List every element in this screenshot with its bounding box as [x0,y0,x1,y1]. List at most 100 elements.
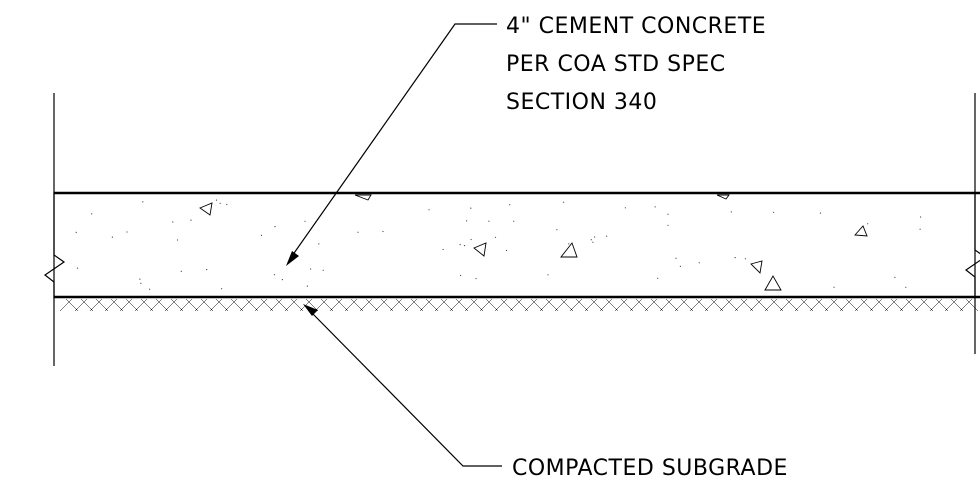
hatch-stroke [179,298,193,312]
hatch-stroke [194,298,208,312]
hatch-stroke [80,298,94,312]
concrete-speck [624,207,627,209]
concrete-speck [679,265,682,267]
concrete-speck [75,231,77,233]
hatch-stroke [905,298,919,312]
hatch-stroke [614,298,628,312]
hatch-stroke [935,298,949,312]
concrete-speck [304,220,306,222]
hatch-stroke [95,298,109,312]
hatch-stroke [224,298,238,312]
hatch-stroke [65,298,79,312]
subgrade-leader-line [311,312,502,467]
concrete-speck [139,278,141,280]
hatch-stroke [914,298,928,312]
hatch-stroke [620,298,634,312]
hatch-stroke [569,298,583,312]
hatch-stroke [500,298,514,312]
hatch-stroke [650,298,664,312]
concrete-speck [819,212,822,214]
concrete-speck [172,221,174,223]
hatch-stroke [260,298,274,312]
concrete-specks [75,199,922,290]
concrete-speck [494,236,497,238]
concrete-speck [905,286,907,288]
hatch-stroke [395,298,409,312]
hatch-stroke [530,298,544,312]
hatch-stroke [584,298,598,312]
hatch-stroke [689,298,703,312]
concrete-speck [190,219,192,221]
hatch-stroke [314,298,328,312]
hatch-stroke [524,298,538,312]
hatch-stroke [494,298,508,312]
concrete-speck [675,257,677,259]
hatch-stroke [830,298,844,312]
hatch-stroke [710,298,724,312]
hatch-stroke [515,298,529,312]
concrete-speck [513,220,515,222]
concrete-speck [281,279,283,281]
hatch-stroke [209,298,223,312]
concrete-speck [556,229,558,231]
hatch-stroke [329,298,343,312]
hatch-stroke [170,298,184,312]
hatch-stroke [359,298,373,312]
hatch-stroke [284,298,298,312]
hatch-stroke [239,298,253,312]
aggregate-triangle [560,242,578,258]
hatch-stroke [545,298,559,312]
hatch-stroke [479,298,493,312]
hatch-stroke [380,298,394,312]
hatch-stroke [350,298,364,312]
concrete-speck [919,228,921,230]
hatch-stroke [110,298,124,312]
concrete-speck [428,209,430,211]
hatch-stroke [665,298,679,312]
concrete-leader-line [291,23,497,257]
concrete-speck [867,223,869,225]
concrete-callout-line-1: 4" CEMENT CONCRETE [506,14,766,39]
concrete-aggregate [199,194,868,291]
concrete-speck [274,226,276,228]
hatch-stroke [929,298,943,312]
hatch-stroke [779,298,793,312]
concrete-leader-arrowhead [286,251,299,266]
hatch-stroke [605,298,619,312]
hatch-stroke [269,298,283,312]
hatch-stroke [920,298,934,312]
concrete-speck [149,288,151,290]
concrete-callout-line-2: PER COA STD SPEC [506,52,726,77]
concrete-speck [470,207,472,209]
concrete-speck [568,243,570,245]
concrete-speck [442,248,444,251]
concrete-speck [463,245,466,247]
hatch-stroke [440,298,454,312]
hatch-stroke [680,298,694,312]
hatch-stroke [449,298,463,312]
concrete-speck [592,241,594,243]
concrete-speck [382,230,384,233]
hatch-stroke [815,298,829,312]
aggregate-triangle [716,194,730,200]
aggregate-triangle [199,202,213,216]
hatch-stroke [770,298,784,312]
hatch-stroke [155,298,169,312]
subgrade-callout-line-1: COMPACTED SUBGRADE [512,456,788,481]
hatch-stroke [455,298,469,312]
hatch-stroke [950,298,964,312]
hatch-stroke [254,298,268,312]
concrete-speck [744,258,747,260]
concrete-speck [260,234,263,236]
concrete-speck [488,220,490,222]
hatch-stroke [839,298,853,312]
hatch-stroke [869,298,883,312]
concrete-speck [273,274,276,276]
concrete-speck [606,235,608,237]
concrete-speck [322,269,324,271]
hatch-stroke [215,298,229,312]
hatch-stroke [434,298,448,312]
aggregate-triangle [473,242,487,257]
concrete-speck [894,276,896,278]
